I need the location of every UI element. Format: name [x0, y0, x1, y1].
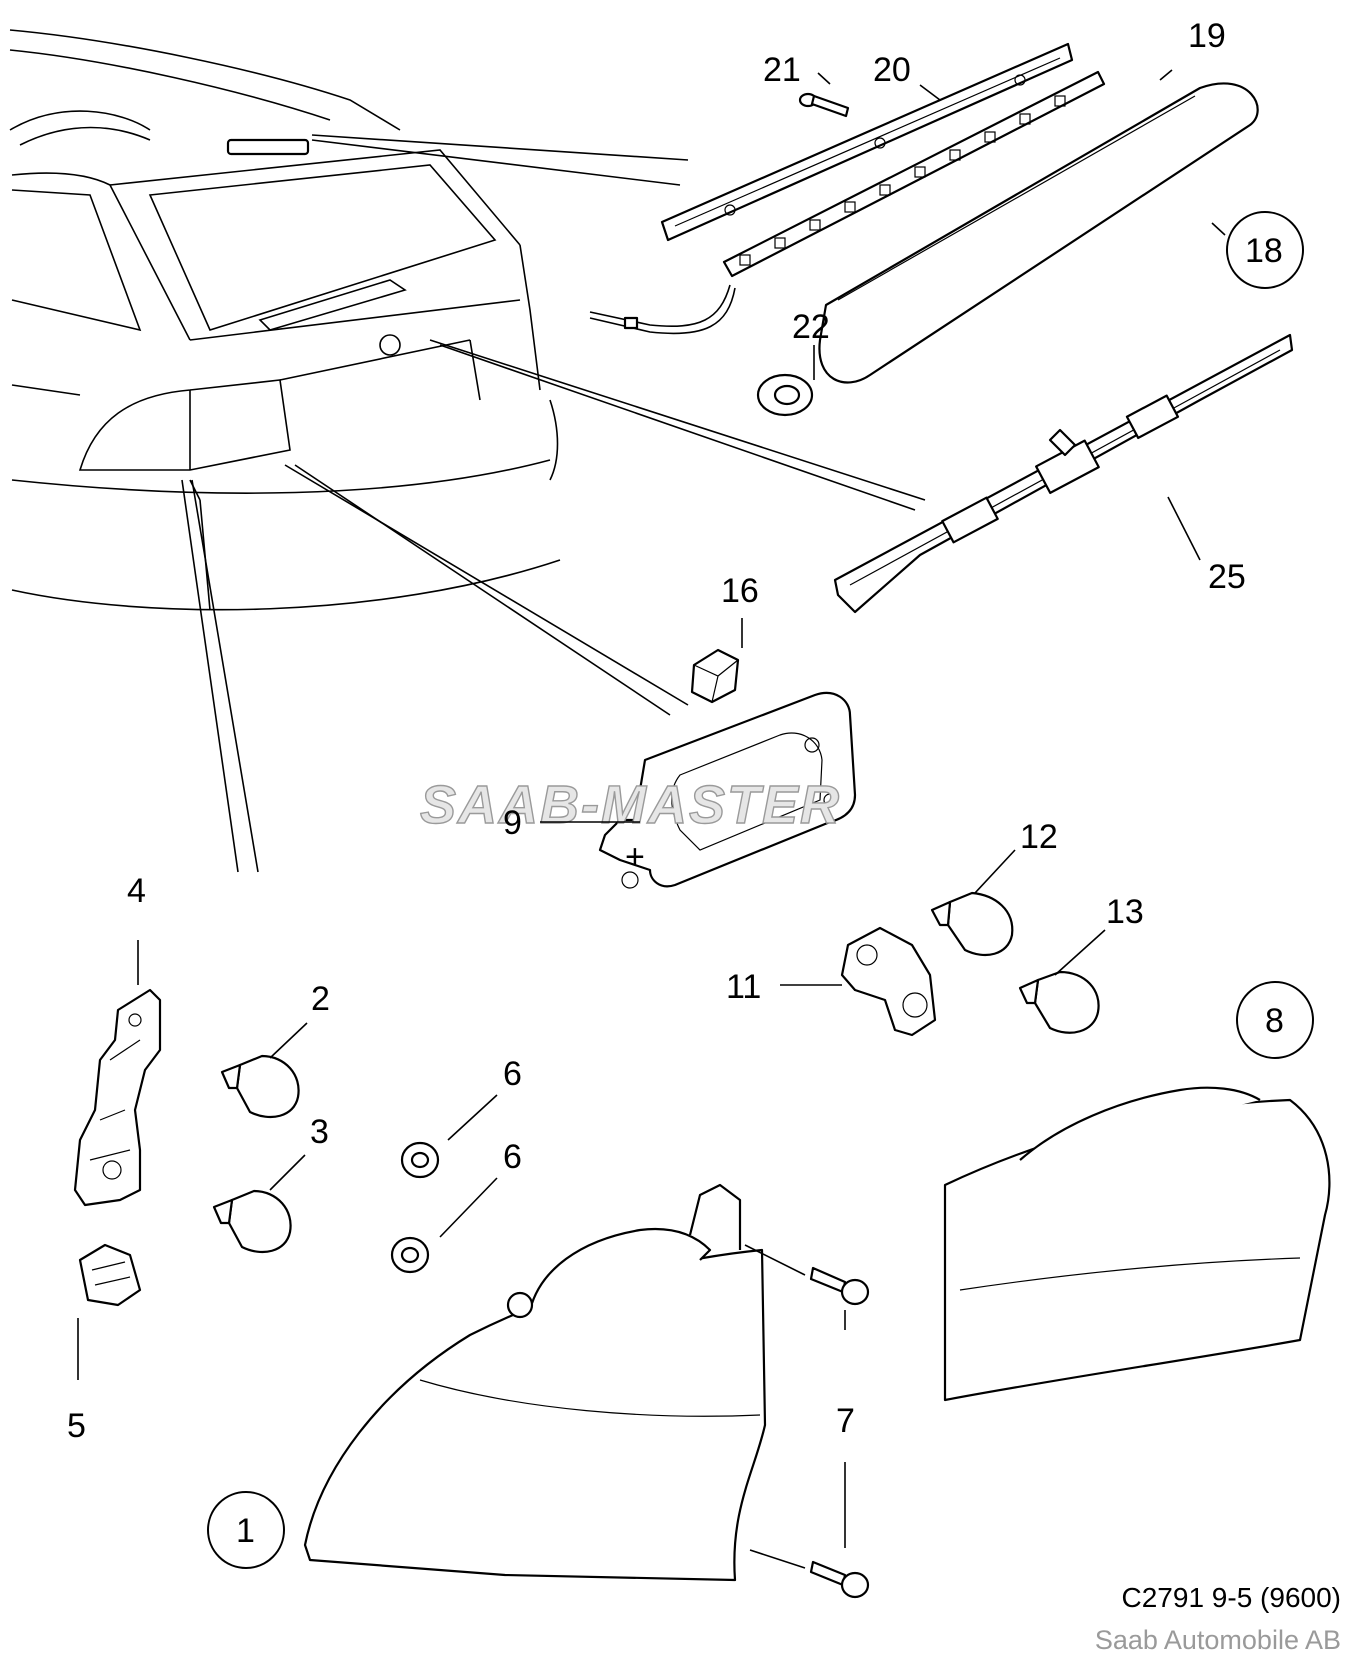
callout-1: 1 [236, 1512, 255, 1550]
plate-plus-mark: + [625, 838, 645, 876]
part-22-grommet [756, 373, 814, 417]
part-6-seals [390, 1141, 440, 1274]
guide-lines [181, 134, 926, 873]
part-11-bulb-holder [840, 926, 937, 1037]
leader-lines [77, 69, 1226, 1569]
callout-18-circle [1226, 211, 1304, 289]
callout-4: 4 [127, 872, 146, 910]
part-18-lens [818, 82, 1259, 384]
part-7-screws [809, 1266, 870, 1599]
part-5-connector [78, 1243, 142, 1307]
callout-7: 7 [836, 1402, 855, 1440]
callout-11: 11 [726, 968, 761, 1006]
part-12-bulb [930, 891, 1014, 957]
callout-25: 25 [1208, 558, 1246, 596]
callout-20: 20 [873, 51, 911, 89]
callout-18: 18 [1245, 232, 1283, 270]
part-16-nut [690, 648, 740, 704]
callout-21: 21 [763, 51, 801, 89]
callout-3: 3 [310, 1113, 329, 1151]
callout-19: 19 [1188, 17, 1226, 55]
callout-6a: 6 [503, 1055, 522, 1093]
company-label: Saab Automobile AB [1094, 1625, 1341, 1655]
callout-2: 2 [311, 980, 330, 1018]
callout-22: 22 [792, 308, 830, 346]
callout-9: 9 [503, 804, 522, 842]
part-8-tail-lamp [943, 1086, 1331, 1402]
part-25-bracket [833, 333, 1294, 614]
callout-13: 13 [1106, 893, 1144, 931]
part-1-tail-lamp [303, 1183, 767, 1582]
part-2-bulb [220, 1054, 300, 1119]
callout-5: 5 [67, 1407, 86, 1445]
watermark-text: SAAB-MASTER [420, 775, 841, 835]
diagram-code-label: C2791 9-5 (9600) [1121, 1582, 1341, 1613]
car-rear-drawing [9, 29, 561, 611]
callout-8: 8 [1265, 1002, 1284, 1040]
part-9-gasket [598, 691, 857, 889]
part-13-bulb [1018, 970, 1100, 1034]
callout-6b: 6 [503, 1138, 522, 1176]
callout-12: 12 [1020, 818, 1058, 856]
callout-1-circle [207, 1491, 285, 1569]
part-4-circuit-board [73, 988, 162, 1207]
callout-8-circle [1236, 981, 1314, 1059]
part-3-bulb [212, 1189, 292, 1254]
part-20-rail [660, 42, 1074, 242]
callout-16: 16 [721, 572, 759, 610]
part-21-screw [798, 92, 850, 118]
part-19-led-strip [589, 70, 1106, 335]
